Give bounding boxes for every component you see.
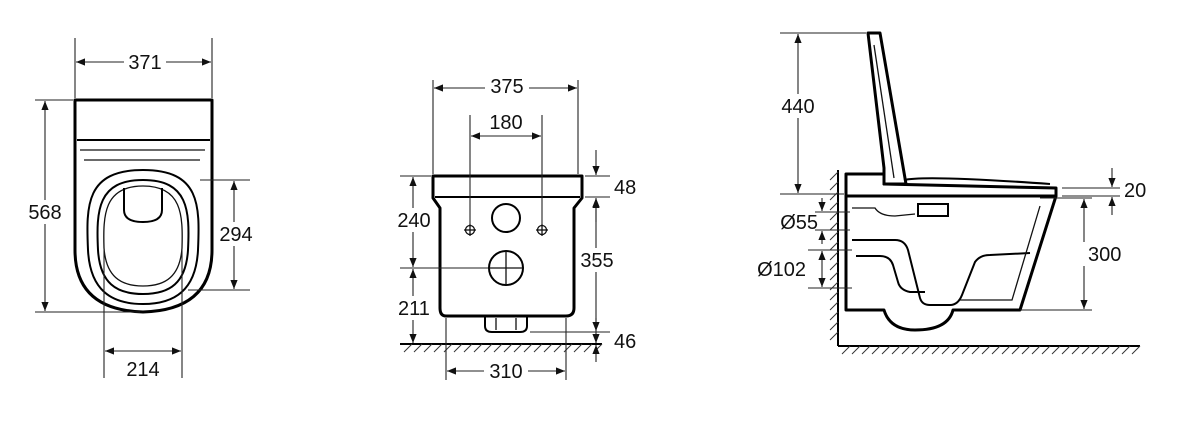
dim-label-hole-spacing: 180: [489, 112, 522, 134]
dim-label-top-thickness: 48: [614, 177, 636, 199]
floor-hatch: [841, 345, 1141, 355]
label-background: [394, 296, 434, 320]
seat-top: [903, 177, 1051, 185]
bowl-inner-wall: [960, 205, 1041, 301]
outlet-spigot: [484, 316, 528, 333]
flush-channel: [852, 207, 916, 217]
raised-seat-lid: [866, 31, 908, 186]
bowl-outline: [844, 194, 1058, 332]
dim-label-inlet-diameter: Ø55: [780, 212, 818, 234]
dim-label-front-width: 375: [490, 76, 523, 98]
front-view-outline: [431, 174, 584, 318]
top-view-outline: [73, 98, 214, 314]
bowl-opening: [103, 185, 183, 287]
dim-label-outlet-drop: 46: [614, 331, 636, 353]
seat-ring-outer: [86, 168, 200, 306]
dim-label-upper-height: 240: [397, 210, 430, 232]
inlet-hole: [491, 203, 521, 233]
label-background: [394, 208, 434, 232]
trapway: [852, 239, 1031, 306]
label-background: [1064, 242, 1106, 266]
label-background: [25, 200, 65, 224]
seat-ring-inner: [96, 178, 190, 296]
seat: [844, 172, 1058, 198]
dim-label-bowl-width: 214: [126, 359, 159, 381]
dim-label-depth: 568: [28, 202, 61, 224]
label-background: [576, 248, 616, 272]
lid-inner-line: [873, 44, 895, 179]
side-view: 440 Ø55 Ø102 20 300: [757, 31, 1146, 355]
dim-label-seat-thickness: 20: [1124, 180, 1146, 202]
dim-label-tank-height: 440: [781, 96, 814, 118]
label-background: [216, 222, 256, 246]
dim-label-base-width: 310: [489, 361, 522, 383]
floor-hatch: [403, 343, 603, 353]
label-background: [124, 50, 166, 74]
label-background: [484, 359, 528, 383]
dim-label-inlet-height: 355: [580, 250, 613, 272]
top-view: 371 568 294 214: [25, 38, 256, 381]
dim-label-outlet-diameter: Ø102: [757, 259, 806, 281]
label-background: [485, 74, 529, 98]
front-view: 375 180 48 240 211 355 46 3: [394, 74, 636, 383]
dim-label-outlet-height: 211: [398, 298, 430, 320]
dim-label-rim-height: 300: [1088, 244, 1121, 266]
flush-recess: [123, 188, 163, 224]
label-background: [778, 94, 818, 118]
trapway-inner: [856, 255, 925, 293]
wall-hatch: [829, 171, 839, 341]
dim-label-width: 371: [128, 52, 161, 74]
dim-label-seat-depth: 294: [219, 224, 252, 246]
flush-connector: [917, 203, 949, 217]
